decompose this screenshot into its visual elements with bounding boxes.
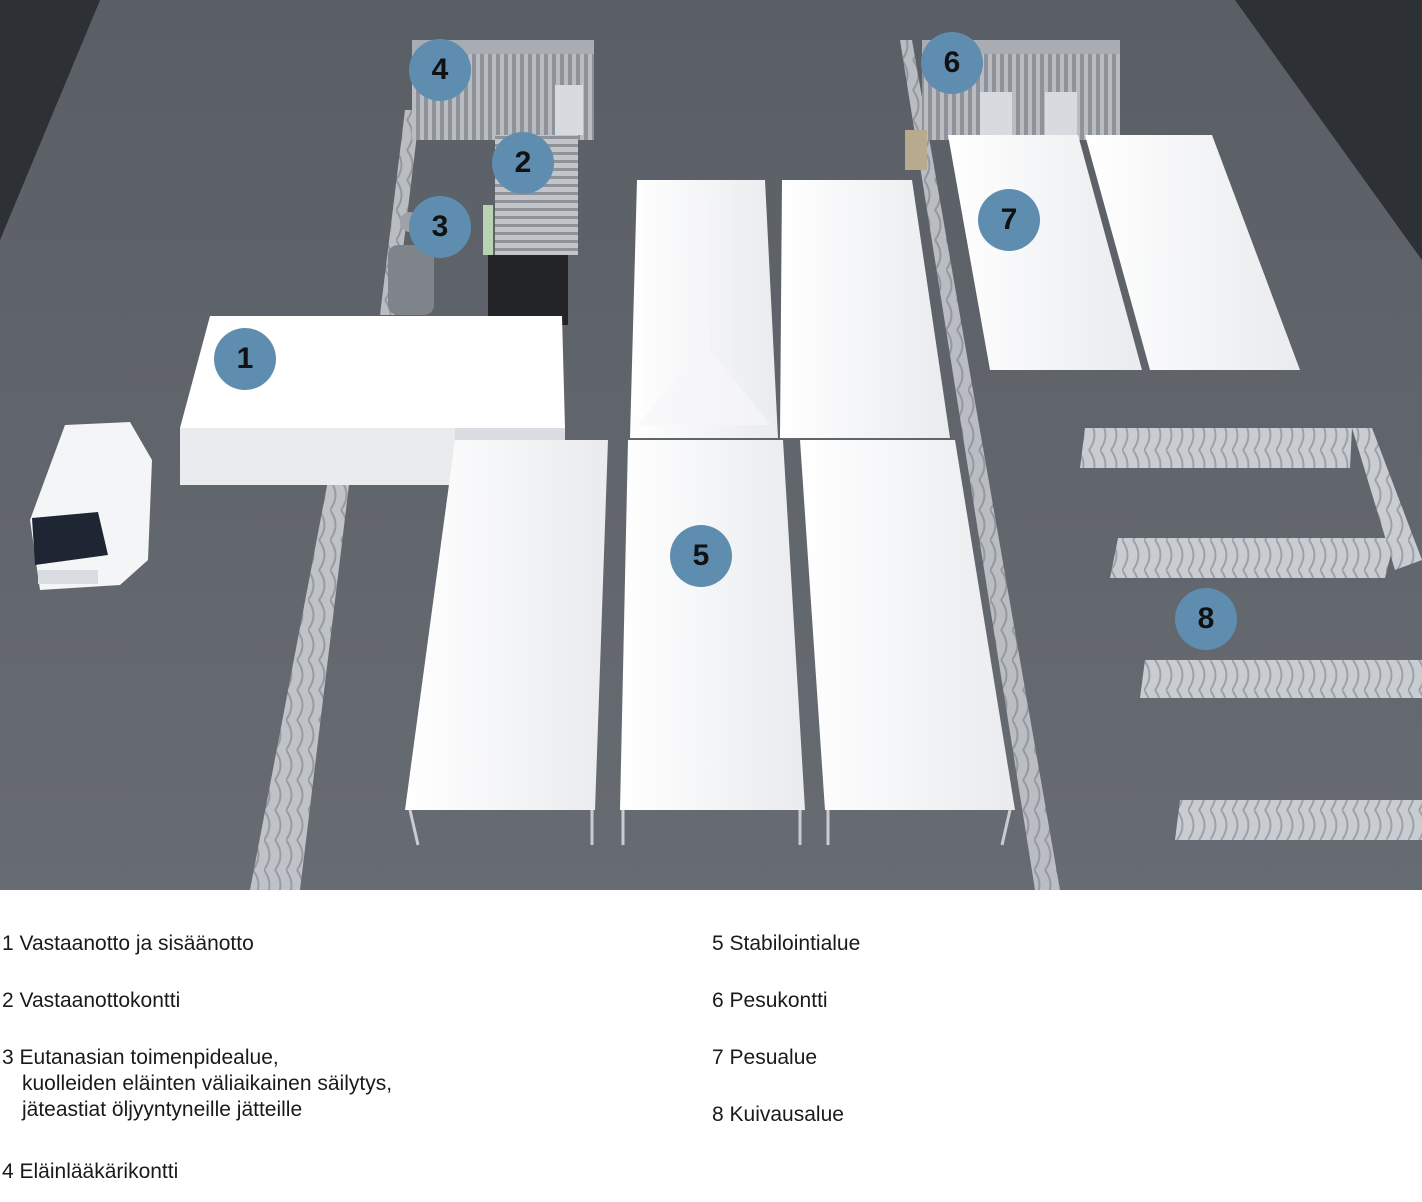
tent-5b <box>780 180 950 438</box>
left-wall <box>0 0 100 240</box>
right-wall <box>1235 0 1422 260</box>
badge-1: 1 <box>214 328 276 390</box>
legend-item-5: 5 Stabilointialue <box>712 931 860 957</box>
tent-5c <box>405 440 608 846</box>
legend-text-3-line1: 3 Eutanasian toimenpidealue, <box>2 1046 279 1069</box>
drying-fences-8 <box>1080 428 1422 840</box>
legend-item-6: 6 Pesukontti <box>712 988 828 1014</box>
left-fence <box>250 460 352 890</box>
badge-6: 6 <box>921 32 983 94</box>
right-fence <box>900 40 1060 890</box>
legend-item-4: 4 Eläinlääkärikontti <box>2 1159 178 1185</box>
legend-text-6: 6 Pesukontti <box>712 989 828 1012</box>
tent-5a <box>630 180 778 438</box>
badge-8: 8 <box>1175 588 1237 650</box>
van <box>30 422 152 590</box>
badge-3: 3 <box>409 196 471 258</box>
legend-item-3: 3 Eutanasian toimenpidealue, kuolleiden … <box>2 1045 392 1123</box>
legend-text-7: 7 Pesualue <box>712 1046 818 1069</box>
legend-text-3-line3: jäteastiat öljyyntyneille jätteille <box>22 1098 303 1121</box>
legend-text-5: 5 Stabilointialue <box>712 932 861 955</box>
badge-4: 4 <box>409 39 471 101</box>
badge-7: 7 <box>978 189 1040 251</box>
site-layout-illustration <box>0 0 1422 890</box>
legend-text-8: 8 Kuivausalue <box>712 1103 844 1126</box>
tent-5d <box>620 440 805 845</box>
legend-text-1: 1 Vastaanotto ja sisäänotto <box>2 932 254 955</box>
legend-text-3-line2: kuolleiden eläinten väliaikainen säilyty… <box>22 1072 393 1095</box>
tent-7b <box>1085 135 1300 370</box>
legend-item-2: 2 Vastaanottokontti <box>2 988 180 1014</box>
legend-text-4: 4 Eläinlääkärikontti <box>2 1160 179 1183</box>
legend-item-7: 7 Pesualue <box>712 1045 817 1071</box>
badge-2: 2 <box>492 132 554 194</box>
legend-item-1: 1 Vastaanotto ja sisäänotto <box>2 931 254 957</box>
badge-5: 5 <box>670 525 732 587</box>
tent-5e <box>800 440 1015 846</box>
legend-item-8: 8 Kuivausalue <box>712 1102 844 1128</box>
legend-text-2: 2 Vastaanottokontti <box>2 989 181 1012</box>
